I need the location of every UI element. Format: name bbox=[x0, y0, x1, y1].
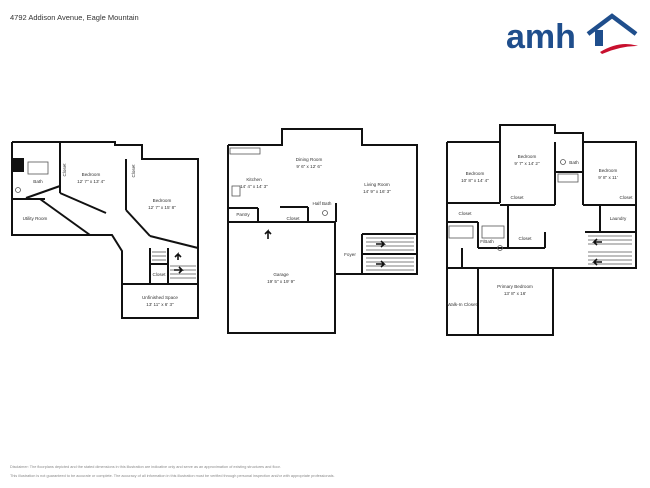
stair-arrow-icon bbox=[264, 229, 272, 239]
room-label: Pantry bbox=[236, 212, 250, 217]
room-label: Closet bbox=[62, 163, 67, 177]
room-dimensions: 12' 7" x 15' 8" bbox=[148, 205, 176, 210]
vanity-icon bbox=[557, 173, 579, 183]
room-name: Kitchen bbox=[246, 177, 262, 182]
room-label: F/Bath bbox=[480, 239, 494, 244]
room-name: Living Room bbox=[364, 182, 390, 187]
toilet-icon bbox=[497, 245, 503, 251]
property-address: 4792 Addison Avenue, Eagle Mountain bbox=[10, 13, 139, 22]
lower-level-plan bbox=[11, 141, 199, 319]
stair-arrow-icon bbox=[376, 260, 386, 268]
room-dimensions: 13' 8" x 16' bbox=[504, 291, 526, 296]
room-label: Walk-In Closet bbox=[447, 302, 477, 307]
room-dimensions: 14' 9" x 16' 3" bbox=[363, 189, 391, 194]
room-label: Bath bbox=[569, 160, 579, 165]
room-name: Bedroom bbox=[466, 171, 485, 176]
stair-arrow-icon bbox=[376, 240, 386, 248]
disclaimer-text: Disclaimer: The floorplans depicted and … bbox=[10, 465, 281, 469]
fridge-icon bbox=[231, 185, 241, 197]
room-label: Closet bbox=[131, 164, 136, 178]
room-label: Closet bbox=[286, 216, 300, 221]
tub-icon bbox=[481, 225, 505, 239]
toilet-icon bbox=[322, 210, 328, 216]
room-name: Bedroom bbox=[82, 172, 101, 177]
stairs-icon bbox=[588, 235, 632, 265]
room-name: Garage bbox=[273, 272, 289, 277]
lower-fixture-icon bbox=[12, 158, 24, 172]
counter-icon bbox=[229, 147, 261, 155]
main-level-plan bbox=[227, 128, 418, 334]
room-name: Bedroom bbox=[518, 154, 537, 159]
tub-icon bbox=[448, 225, 474, 239]
room-label: Foyer bbox=[344, 252, 356, 257]
room-dimensions: 14' 4" x 14' 3" bbox=[240, 184, 268, 189]
room-label: Closet bbox=[458, 211, 472, 216]
room-label: Utility Room bbox=[23, 216, 48, 221]
logo-text: amh bbox=[506, 18, 576, 54]
room-dimensions: 12' 7" x 13' 4" bbox=[77, 179, 105, 184]
logo-roof-icon bbox=[586, 13, 638, 36]
room-name: Dining Room bbox=[296, 157, 323, 162]
stair-arrow-icon bbox=[592, 258, 602, 266]
logo-swoosh-icon bbox=[600, 44, 638, 54]
room-dimensions: 9' 7" x 14' 2" bbox=[514, 161, 540, 166]
room-name: Unfinished Space bbox=[142, 295, 178, 300]
room-label: Closet bbox=[619, 195, 633, 200]
room-name: Bedroom bbox=[599, 168, 618, 173]
room-label: Laundry bbox=[610, 216, 627, 221]
room-dimensions: 19' 5" x 19' 9" bbox=[267, 279, 295, 284]
room-label: Closet bbox=[510, 195, 524, 200]
stair-arrow-icon bbox=[592, 238, 602, 246]
room-dimensions: 10' 8" x 14' 4" bbox=[461, 178, 489, 183]
room-label: Closet bbox=[152, 272, 166, 277]
room-dimensions: 9' 8" x 11' bbox=[598, 175, 618, 180]
room-dimensions: 13' 11" x 6' 3" bbox=[146, 302, 174, 307]
room-name: Bedroom bbox=[153, 198, 172, 203]
stairs-icon bbox=[366, 237, 414, 271]
room-label: Bath bbox=[33, 179, 43, 184]
disclaimer-text: This illustration is not guaranteed to b… bbox=[10, 474, 335, 478]
toilet-icon bbox=[560, 159, 566, 165]
tub-icon bbox=[27, 161, 49, 175]
upper-level-plan bbox=[446, 124, 637, 336]
stair-arrow-icon bbox=[174, 266, 184, 274]
room-label: Closet bbox=[518, 236, 532, 241]
amh-logo: amh bbox=[506, 13, 638, 54]
room-label: Half Bath bbox=[313, 201, 332, 206]
room-dimensions: 9' 6" x 12' 6" bbox=[296, 164, 322, 169]
stair-arrow-icon bbox=[174, 252, 182, 260]
room-name: Primary Bedroom bbox=[497, 284, 533, 289]
toilet-icon bbox=[15, 187, 21, 193]
